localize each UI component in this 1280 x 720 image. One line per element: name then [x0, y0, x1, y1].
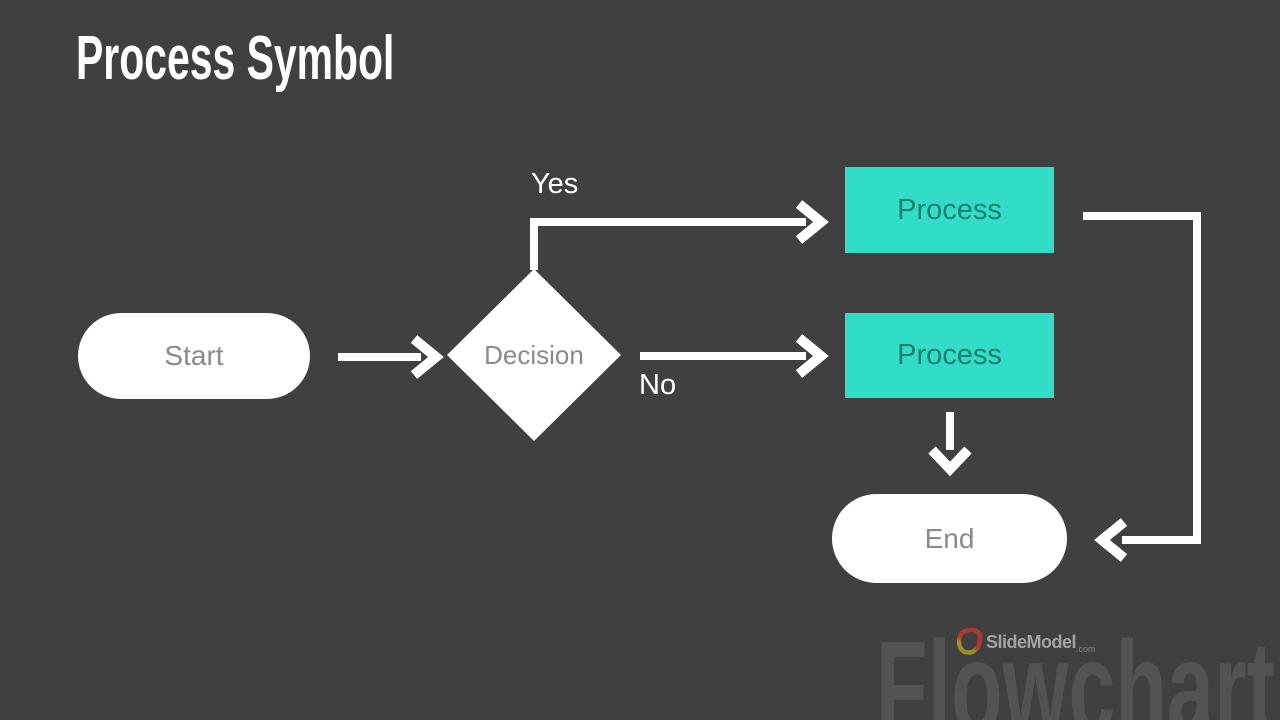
node-end-label: End	[924, 522, 975, 554]
node-process-no: Process	[845, 313, 1054, 398]
brand-suffix: .com	[1076, 644, 1096, 654]
edge-start-to-decision	[338, 335, 444, 379]
node-decision: Decision	[447, 269, 621, 441]
edge-decision-to-process-no	[640, 334, 829, 378]
node-start: Start	[78, 313, 310, 399]
node-decision-label: Decision	[484, 339, 584, 370]
edge-label-yes: Yes	[531, 168, 579, 200]
node-process-yes-label: Process	[897, 193, 1002, 226]
node-process-yes: Process	[845, 167, 1054, 253]
node-end: End	[832, 494, 1067, 583]
slidemodel-logo-icon	[956, 627, 983, 655]
node-process-no-label: Process	[897, 339, 1002, 371]
edge-process-no-to-end	[928, 412, 972, 477]
edge-label-no: No	[639, 369, 677, 401]
brand-name: SlideModel	[986, 631, 1077, 652]
slidemodel-brand: SlideModel .com	[956, 627, 1096, 657]
edge-decision-to-process-yes	[530, 200, 829, 270]
slide-title: Process Symbol	[76, 24, 395, 93]
watermark-text: Flowchart	[876, 614, 1275, 720]
decision-diamond-shape	[447, 269, 621, 441]
edge-process-yes-to-end	[1083, 212, 1201, 562]
node-start-label: Start	[164, 340, 224, 371]
